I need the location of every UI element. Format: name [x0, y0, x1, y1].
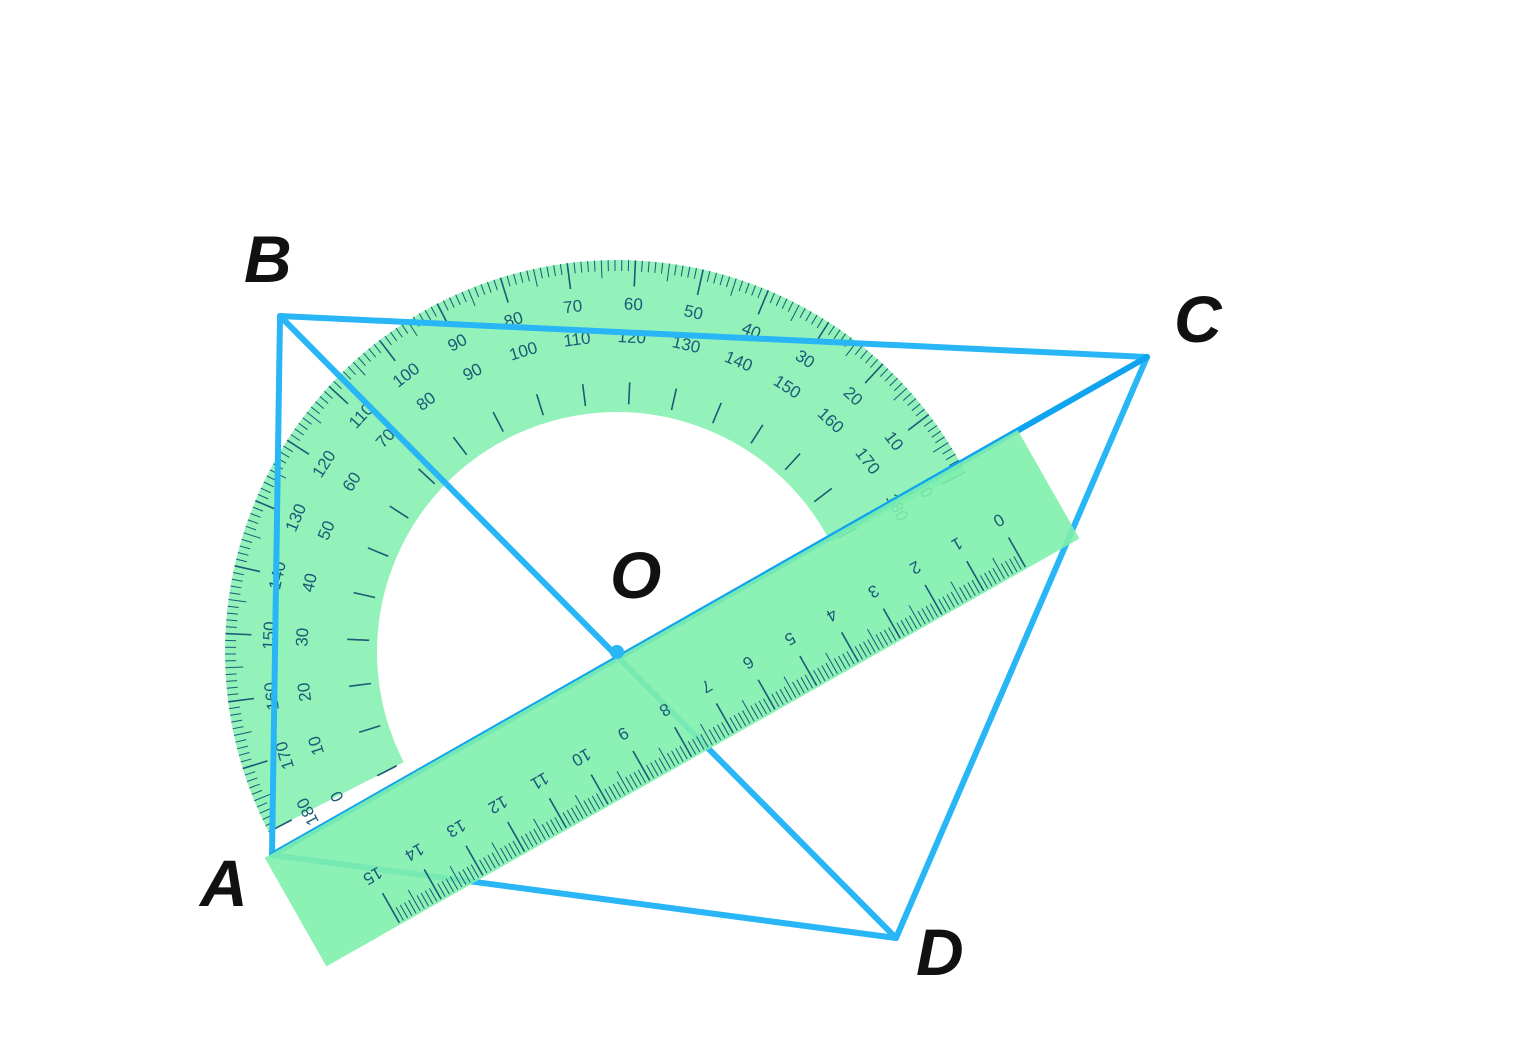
protractor-outer-label: 70	[562, 296, 583, 317]
protractor-ticks	[225, 260, 966, 833]
protractor-inner-label: 40	[298, 571, 321, 594]
protractor-inner-label: 10	[304, 734, 328, 758]
vertex-label-o: O	[610, 538, 661, 612]
center-point-o	[610, 645, 624, 659]
ruler-body	[264, 429, 1080, 967]
vertex-label-a: A	[198, 846, 248, 920]
segment-bc	[277, 313, 1150, 360]
vertex-label-c: C	[1174, 282, 1223, 356]
protractor-inner-label: 110	[562, 328, 591, 350]
protractor-inner-label: 20	[294, 681, 315, 702]
vertex-label-b: B	[244, 222, 292, 296]
protractor-body	[225, 260, 966, 832]
ruler-ticks	[381, 537, 1027, 924]
segment-cd	[893, 354, 1150, 941]
vertex-label-d: D	[916, 915, 964, 989]
segment-ab	[269, 313, 283, 858]
figure-lines	[269, 313, 1150, 941]
segment-bd	[277, 313, 899, 941]
protractor-inner-label: 30	[292, 627, 312, 647]
protractor-outer-label: 60	[623, 294, 643, 314]
protractor-outer-label: 50	[682, 301, 705, 324]
